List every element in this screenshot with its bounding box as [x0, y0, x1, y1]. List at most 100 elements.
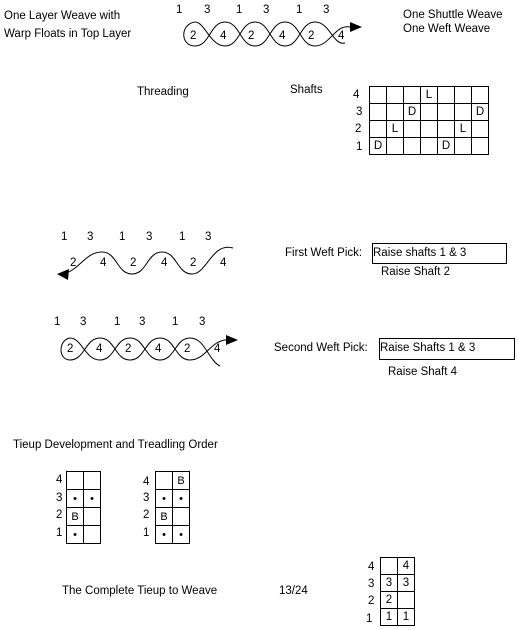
- tieup-cell: B: [155, 507, 173, 526]
- title-line-2: Warp Floats in Top Layer: [4, 28, 132, 40]
- tieup-cell: [83, 471, 101, 490]
- warp-label: 3: [80, 316, 87, 328]
- draft-cell: D: [403, 103, 421, 121]
- complete-row-4: 4: [368, 561, 375, 573]
- draft-cell: [454, 86, 472, 104]
- second-pick-box: Raise Shafts 1 & 3: [379, 338, 515, 360]
- tieup-cell: •: [155, 489, 173, 508]
- second-pick-box-text: Raise Shafts 1 & 3: [380, 342, 476, 354]
- second-pick-label: Second Weft Pick:: [274, 342, 368, 354]
- tieup-cell: 4: [397, 557, 415, 575]
- weft-thread-pick1: [62, 246, 234, 275]
- tieup-cell: [66, 471, 84, 490]
- weft-thread-pick2-b: [60, 337, 232, 361]
- warp-label: 3: [87, 231, 94, 243]
- tieup-cell: [397, 591, 415, 609]
- weave-pick1-odd-labels: 1 3 1 3 1 3: [61, 230, 221, 244]
- tieup-title: Tieup Development and Treadling Order: [13, 439, 218, 451]
- tieup-a-row-1: 1: [56, 527, 63, 539]
- draft-cell: L: [420, 86, 438, 104]
- first-pick-box-text: Raise shafts 1 & 3: [373, 247, 467, 259]
- warp-label: 2: [184, 343, 191, 355]
- arrow-head-pick1: [57, 269, 69, 280]
- warp-label: 4: [96, 343, 103, 355]
- tieup-cell: 3: [397, 574, 415, 592]
- warp-label: 3: [146, 231, 153, 243]
- shafts-label: Shafts: [290, 84, 323, 96]
- warp-label: 2: [130, 257, 137, 269]
- shaft-row-label-3: 3: [356, 106, 363, 118]
- warp-label: 4: [214, 343, 221, 355]
- draft-cell: [386, 137, 404, 155]
- tieup-cell: •: [155, 525, 173, 544]
- warp-label: 1: [296, 4, 303, 16]
- draft-cell: [471, 137, 489, 155]
- draft-cell: [386, 103, 404, 121]
- warp-label: 4: [220, 257, 227, 269]
- weave-pick1-even-labels: 2 4 2 4 2 4: [70, 256, 240, 270]
- draft-cell: [471, 86, 489, 104]
- draft-cell: [369, 86, 387, 104]
- warp-label: 3: [204, 4, 211, 16]
- draft-cell: D: [471, 103, 489, 121]
- tieup-cell: •: [172, 525, 190, 544]
- warp-label: 1: [119, 231, 126, 243]
- warp-label: 4: [279, 30, 286, 42]
- tieup-cell: •: [83, 489, 101, 508]
- complete-tieup-label: The Complete Tieup to Weave: [62, 585, 218, 597]
- tieup-cell: 1: [380, 608, 398, 626]
- warp-label: 1: [114, 316, 121, 328]
- complete-row-2: 2: [368, 595, 375, 607]
- draft-cell: [437, 86, 455, 104]
- complete-row-1: 1: [366, 613, 373, 625]
- warp-label: 4: [100, 257, 107, 269]
- weave-top-odd-labels: 1 3 1 3 1 3: [176, 3, 336, 17]
- tieup-cell: [380, 557, 398, 575]
- weft-thread-pick2-a: [69, 337, 221, 367]
- draft-cell: L: [454, 120, 472, 138]
- threading-draft-grid: L D D L L D D: [369, 86, 489, 155]
- top-right-line-1: One Shuttle Weave: [403, 9, 503, 21]
- draft-cell: [437, 120, 455, 138]
- tieup-cell: B: [66, 507, 84, 526]
- tieup-a-row-3: 3: [56, 492, 63, 504]
- warp-label: 1: [172, 316, 179, 328]
- tieup-cell: •: [172, 489, 190, 508]
- draft-cell: L: [386, 120, 404, 138]
- warp-label: 1: [179, 231, 186, 243]
- shaft-row-label-1: 1: [356, 141, 363, 153]
- warp-label: 1: [61, 231, 68, 243]
- tieup-cell: [83, 525, 101, 544]
- weft-thread-top-b: [183, 21, 357, 47]
- complete-row-3: 3: [368, 578, 375, 590]
- warp-label: 2: [308, 30, 315, 42]
- draft-cell: [403, 86, 421, 104]
- draft-cell: [454, 137, 472, 155]
- second-pick-sub: Raise Shaft 4: [388, 366, 458, 378]
- tieup-b-row-1: 1: [143, 527, 150, 539]
- warp-label: 4: [161, 257, 168, 269]
- shaft-row-label-2: 2: [355, 123, 362, 135]
- warp-label: 2: [190, 30, 197, 42]
- draft-cell: [437, 103, 455, 121]
- warp-label: 3: [205, 231, 212, 243]
- weave-pick2-odd-labels: 1 3 1 3 1 3: [54, 315, 214, 329]
- draft-cell: [403, 137, 421, 155]
- draft-cell: D: [437, 137, 455, 155]
- arrow-head-pick2: [226, 335, 238, 345]
- tieup-cell: 2: [380, 591, 398, 609]
- warp-label: 2: [70, 257, 77, 269]
- draft-cell: [420, 103, 438, 121]
- draft-cell: [403, 120, 421, 138]
- tieup-a-grid: •• B •: [66, 471, 101, 544]
- warp-label: 1: [236, 4, 243, 16]
- warp-label: 3: [199, 316, 206, 328]
- warp-label: 4: [155, 343, 162, 355]
- warp-label: 1: [176, 4, 183, 16]
- first-pick-sub: Raise Shaft 2: [381, 266, 451, 278]
- tieup-cell: 3: [380, 574, 398, 592]
- threading-label: Threading: [137, 86, 189, 98]
- warp-label: 3: [323, 4, 330, 16]
- tieup-cell: •: [66, 525, 84, 544]
